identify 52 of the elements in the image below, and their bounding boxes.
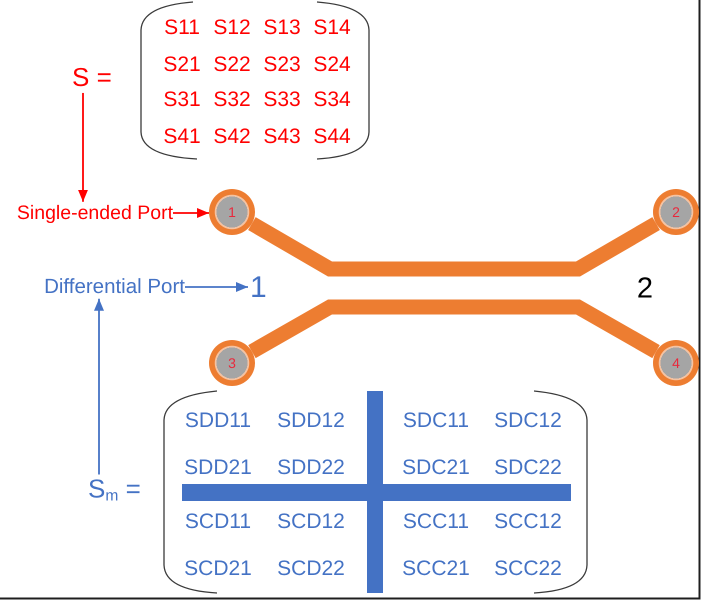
port-label: Differential Port: [44, 275, 185, 299]
port-label: Single-ended Port: [16, 202, 173, 224]
matrix-entry: S21: [163, 52, 201, 78]
port-pad: [653, 340, 699, 386]
matrix-entry: SDC11: [402, 408, 470, 434]
matrix-entry: S11: [164, 16, 200, 40]
matrix-entry: S22: [213, 52, 251, 78]
port-number: 3: [228, 356, 236, 370]
port-number: 1: [228, 205, 236, 219]
matrix-entry: SDD21: [184, 456, 252, 480]
matrix-entry: SCD12: [277, 510, 345, 534]
matrix-entry: SCC21: [402, 556, 470, 582]
matrix-entry: SCD21: [184, 556, 252, 582]
matrix-entry: SDD12: [277, 408, 345, 434]
arrow: [185, 282, 248, 292]
pcb-trace: [248, 300, 660, 358]
matrix-entry: S24: [313, 52, 351, 78]
pcb-trace: [248, 217, 660, 276]
matrix-entry: SCC22: [494, 556, 562, 582]
matrix-entry: SDC12: [494, 408, 562, 434]
matrix-entry: SCD22: [277, 556, 345, 582]
port-pad: [209, 340, 255, 386]
matrix-label: S$_{m}$ =: [88, 474, 141, 506]
matrix-entry: S32: [213, 88, 251, 112]
port-number: 4: [672, 356, 680, 370]
arrow: [94, 298, 104, 474]
matrix-entry: SDD22: [277, 456, 345, 480]
matrix-entry: S13: [263, 16, 301, 40]
port-pad: [209, 189, 255, 235]
matrix-entry: S31: [163, 88, 201, 112]
matrix-entry: S42: [213, 124, 251, 150]
matrix-entry: SDC21: [402, 456, 470, 480]
matrix-entry: SCC11: [402, 510, 470, 534]
matrix-entry: S34: [313, 88, 351, 112]
matrix-entry: SCC12: [494, 510, 562, 534]
matrix-entry: S12: [213, 16, 251, 40]
matrix-entry: S41: [163, 124, 201, 150]
matrix-entry: S43: [263, 124, 301, 150]
port-number: 2: [672, 205, 680, 219]
matrix-entry: S14: [313, 16, 351, 40]
port-pad: [653, 189, 699, 235]
port-number: 2: [636, 272, 654, 306]
arrow: [78, 92, 88, 202]
matrix-entry: SCD11: [184, 510, 252, 534]
matrix-entry: S44: [313, 124, 351, 150]
port-number: 1: [248, 270, 269, 306]
matrix-entry: SDC22: [494, 456, 562, 480]
matrix-entry: SDD11: [184, 408, 252, 434]
matrix-entry: S23: [263, 52, 301, 78]
arrow: [173, 208, 210, 218]
matrix-entry: S33: [263, 88, 301, 112]
matrix-label: S =: [72, 63, 112, 93]
